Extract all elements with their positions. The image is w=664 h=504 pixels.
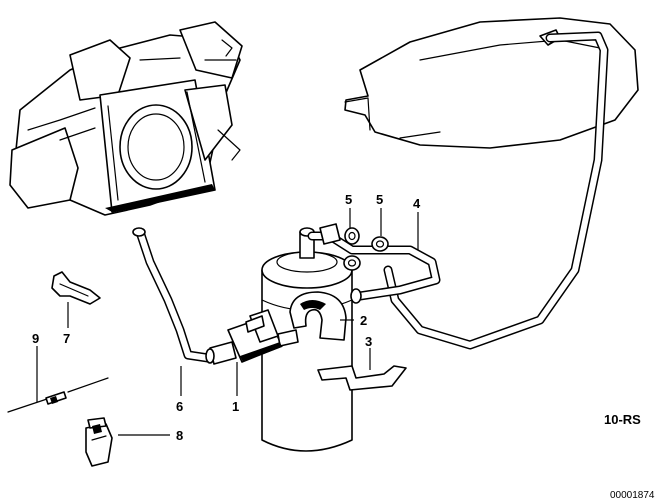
hose-6	[132, 227, 213, 363]
callout-9: 9	[32, 331, 39, 346]
bracket-3	[317, 365, 407, 391]
callout-1: 1	[232, 399, 239, 414]
connector-pipe-4	[307, 223, 441, 304]
document-number: 00001874	[610, 490, 655, 501]
callout-3: 3	[365, 334, 372, 349]
callout-2: 2	[360, 313, 367, 328]
connector-plug-8	[85, 417, 113, 467]
purge-valve-1	[205, 309, 299, 365]
vent-hose	[383, 31, 609, 350]
callout-4: 4	[413, 196, 421, 211]
callout-7: 7	[63, 331, 70, 346]
throttle-body-assembly	[9, 21, 243, 216]
fuel-tank	[344, 17, 639, 149]
cable-9	[7, 377, 109, 413]
clip-7	[51, 271, 101, 305]
callout-6: 6	[176, 399, 183, 414]
leader-lines	[36, 208, 419, 436]
hose-clamps-5	[343, 227, 389, 271]
callout-8: 8	[176, 428, 183, 443]
reference-code: 10-RS	[604, 412, 641, 427]
callout-5b: 5	[376, 192, 383, 207]
callouts: 1 2 3 4 5 5 6 7 8 9	[32, 192, 421, 443]
callout-5a: 5	[345, 192, 352, 207]
holder-2	[289, 291, 347, 341]
